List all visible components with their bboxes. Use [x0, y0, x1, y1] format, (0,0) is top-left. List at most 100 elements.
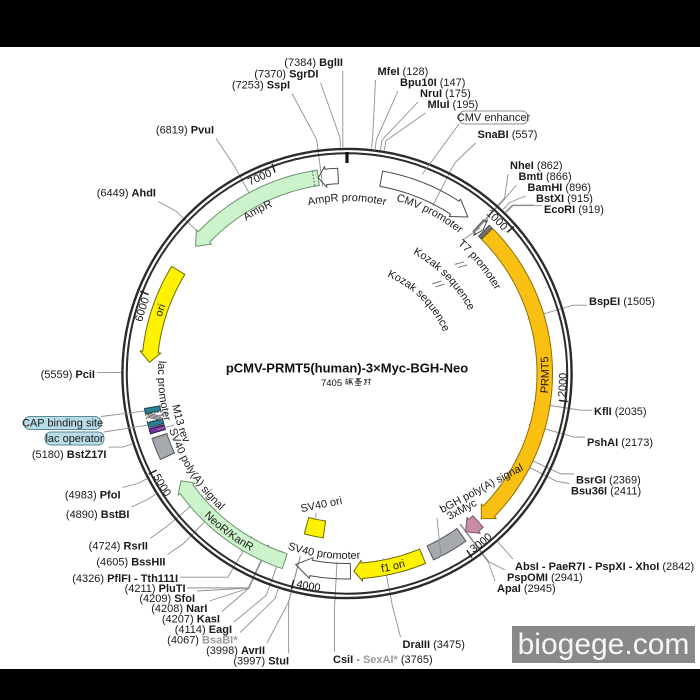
label-text-segment: BstBI	[101, 509, 130, 521]
site-label-absi-paer7i-pspxi-xhoi: AbsI - PaeR7I - PspXI - XhoI (2842)	[515, 561, 694, 573]
label-text-path: 5000	[150, 472, 173, 499]
boxed-label-text: CAP binding site	[22, 418, 103, 430]
site-leader-rsrii	[149, 519, 175, 539]
feature-label-bgh-poly-a-signal-leader	[436, 517, 442, 557]
label-text-segment: PciI	[75, 369, 95, 381]
site-label-sspi: (7253) SspI	[232, 80, 290, 92]
site-label-mlui: MluI (195)	[428, 99, 479, 111]
site-label-kfli: KflI (2035)	[594, 406, 647, 418]
leader-break-mark	[454, 261, 465, 265]
boxed-label-text: CMV enhancer	[457, 112, 531, 124]
label-path	[164, 191, 442, 370]
label-text-segment: (175)	[442, 88, 471, 100]
site-label-pcii: (5559) PciI	[41, 369, 95, 381]
feature-cap-binding-site	[144, 405, 162, 415]
site-label-mfei: MfeI (128)	[378, 66, 429, 78]
label-text-segment: NheI	[510, 160, 534, 172]
label-text-segment: MfeI	[378, 66, 400, 78]
label-text-path: 2000	[556, 373, 569, 398]
site-leader-bstbi	[131, 493, 156, 508]
feature-shape-sv40-promoter	[295, 557, 352, 580]
boxed-label-rect	[23, 416, 102, 430]
feature-shape-lac-operator	[147, 418, 165, 429]
site-leader-bspei	[563, 304, 587, 309]
label-text-segment: (3997)	[233, 656, 268, 668]
site-label-snabi: SnaBI (557)	[478, 129, 538, 141]
label-text-segment: (2941)	[548, 572, 583, 584]
feature-bgh-poly-a-signal	[426, 527, 467, 561]
site-leader-absi-paer7i-pspxi-xhoi	[497, 541, 514, 560]
leader-break-mark	[435, 283, 445, 288]
cjk-stroke	[348, 383, 351, 385]
cjk-stroke	[349, 381, 351, 384]
label-text-path: AmpR promoter	[307, 192, 388, 208]
hatch-line	[146, 415, 162, 420]
label-text-segment: (2173)	[618, 437, 653, 449]
label-text-segment: PfoI	[100, 490, 121, 502]
site-label-apai: ApaI (2945)	[497, 583, 556, 595]
label-text-segment: (4326)	[72, 573, 107, 585]
label-text-segment: (6819)	[156, 125, 191, 137]
label-text-segment: CsiI	[333, 654, 353, 666]
watermark-text: biogege.com	[517, 627, 690, 661]
feature-lac-operator	[147, 418, 165, 429]
cjk-glyph	[345, 378, 353, 386]
site-label-rsrii: (4724) RsrII	[89, 541, 148, 553]
label-text-path: f1 ori	[380, 558, 406, 575]
label-text-segment: (3475)	[430, 639, 465, 651]
label-text-segment: PvuI	[191, 125, 214, 137]
label-text-segment: ApaI	[497, 583, 521, 595]
site-label-pshai: PshAI (2173)	[587, 437, 653, 449]
label-text-segment: BssHII	[131, 557, 165, 569]
label-text-segment: (4211)	[125, 583, 159, 595]
site-leader-csiisexai	[334, 599, 336, 652]
feature-cmv-promoter	[379, 170, 469, 218]
feature-shape-sv40-poly-a-signal	[151, 433, 175, 460]
label-text-segment: BamHI	[528, 182, 563, 194]
label-text-segment: BspEI	[589, 296, 620, 308]
site-leader-bamhi	[502, 195, 526, 210]
interval-tick-6000	[139, 290, 149, 296]
cjk-stroke	[351, 382, 353, 384]
feature-label-sv40-ori: SV40 ori	[300, 495, 344, 515]
letterbox-bottom	[0, 669, 700, 700]
label-text-path: 4000	[295, 578, 321, 594]
label-text-path: SV40 promoter	[286, 541, 361, 562]
cjk-stroke	[345, 379, 348, 382]
label-text-segment: PshAI	[587, 437, 618, 449]
label-text-segment: KasI	[197, 614, 220, 626]
boxed-label-lac-operator: lac operator	[44, 431, 105, 446]
label-text-segment: BsrGI	[576, 475, 606, 487]
interval-tick-1000	[506, 225, 515, 233]
label-text-segment: SfoI	[174, 593, 195, 605]
feature-label-lac-promoter-leader	[153, 412, 170, 418]
cjk-stroke	[355, 381, 357, 384]
label-text-segment: (4067)	[167, 635, 202, 647]
tick-label-5000: 5000	[150, 472, 173, 499]
feature-3xmyc	[465, 515, 484, 534]
feature-shape-f1-ori	[353, 548, 427, 582]
site-leader-ahdi	[157, 201, 184, 219]
label-text-segment: Bpu10I	[400, 77, 437, 89]
label-text-segment: (862)	[534, 160, 563, 172]
site-label-bglii: (7384) BglII	[284, 57, 343, 69]
label-text-segment: BglII	[319, 57, 343, 69]
label-text-segment: NruI	[420, 88, 442, 100]
label-text-segment: RsrII	[124, 541, 148, 553]
label-text-segment: (147)	[437, 77, 466, 89]
label-text-segment: NarI	[186, 603, 207, 615]
label-text-path: PRMT5	[539, 356, 552, 394]
site-leader-pluti	[187, 578, 253, 589]
label-text-segment: SgrDI	[289, 69, 318, 81]
interval-tick-3000	[466, 549, 473, 559]
label-text-segment: BmtI	[519, 171, 543, 183]
site-label-nrui: NruI (175)	[420, 88, 471, 100]
label-text-segment: MluI	[428, 99, 450, 111]
label-text-segment: (128)	[400, 66, 429, 78]
feature-kozak-sequence	[479, 226, 493, 240]
label-text-segment: (7370)	[254, 69, 289, 81]
cjk-stroke	[367, 381, 369, 383]
site-label-bamhi: BamHI (896)	[528, 182, 592, 194]
site-leader-snabi	[449, 142, 476, 173]
